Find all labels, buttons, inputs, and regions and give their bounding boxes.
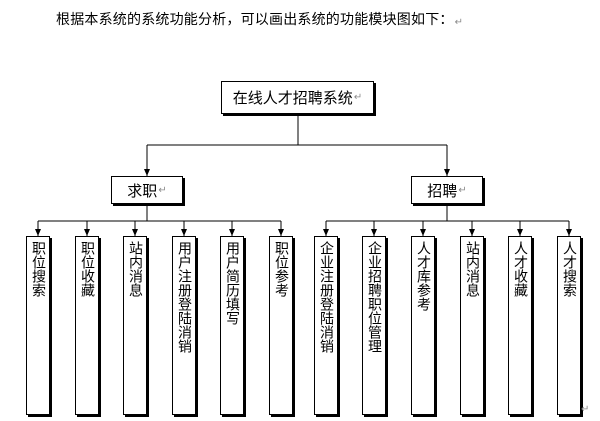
leaf-user-register: 用户注册登陆消销 — [172, 236, 196, 415]
leaf-talent-pool-reference: 人才库参考 — [411, 236, 435, 415]
branch-node-label: 求职 — [127, 181, 158, 200]
leaf-job-reference: 职位参考 — [269, 236, 293, 415]
leaf-label: 职位参考 — [273, 241, 289, 297]
paragraph-mark: ↵ — [454, 17, 464, 28]
branch-node-jobseeking: 求职↵ — [111, 176, 183, 204]
intro-text: 根据本系统的系统功能分析，可以画出系统的功能模块图如下：↵ — [56, 9, 463, 29]
root-node: 在线人才招聘系统↵ — [221, 81, 374, 114]
paragraph-mark: ↵ — [458, 184, 467, 196]
leaf-job-favorites: 职位收藏 — [75, 236, 99, 415]
leaf-label: 人才库参考 — [415, 241, 431, 311]
leaf-job-posting-management: 企业招聘职位管理 — [362, 236, 386, 415]
leaf-talent-search: 人才搜索 — [557, 236, 581, 415]
leaf-label: 站内消息 — [127, 241, 143, 297]
leaf-label: 人才搜索 — [561, 241, 577, 297]
leaf-site-messages-2: 站内消息 — [460, 236, 484, 415]
leaf-label: 用户注册登陆消销 — [176, 241, 192, 353]
paragraph-mark-end: ↵ — [581, 404, 590, 415]
leaf-job-search: 职位搜索 — [26, 236, 50, 415]
branch-node-recruiting: 招聘↵ — [411, 176, 483, 204]
leaf-label: 职位收藏 — [79, 241, 95, 297]
leaf-label: 用户简历填写 — [224, 241, 240, 325]
leaf-label: 职位搜索 — [30, 241, 46, 297]
intro-text-content: 根据本系统的系统功能分析，可以画出系统的功能模块图如下： — [56, 12, 454, 28]
leaf-label: 企业招聘职位管理 — [366, 241, 382, 353]
root-node-label: 在线人才招聘系统 — [232, 89, 353, 107]
paragraph-mark: ↵ — [353, 92, 363, 103]
branch-node-label: 招聘 — [427, 181, 458, 200]
leaf-company-register: 企业注册登陆消销 — [314, 236, 338, 415]
leaf-label: 企业注册登陆消销 — [318, 241, 334, 353]
leaf-talent-favorites: 人才收藏 — [508, 236, 532, 415]
leaf-site-messages: 站内消息 — [123, 236, 147, 415]
leaf-label: 站内消息 — [464, 241, 480, 297]
leaf-label: 人才收藏 — [512, 241, 528, 297]
leaf-resume-fill: 用户简历填写 — [220, 236, 244, 415]
paragraph-mark: ↵ — [158, 184, 167, 196]
